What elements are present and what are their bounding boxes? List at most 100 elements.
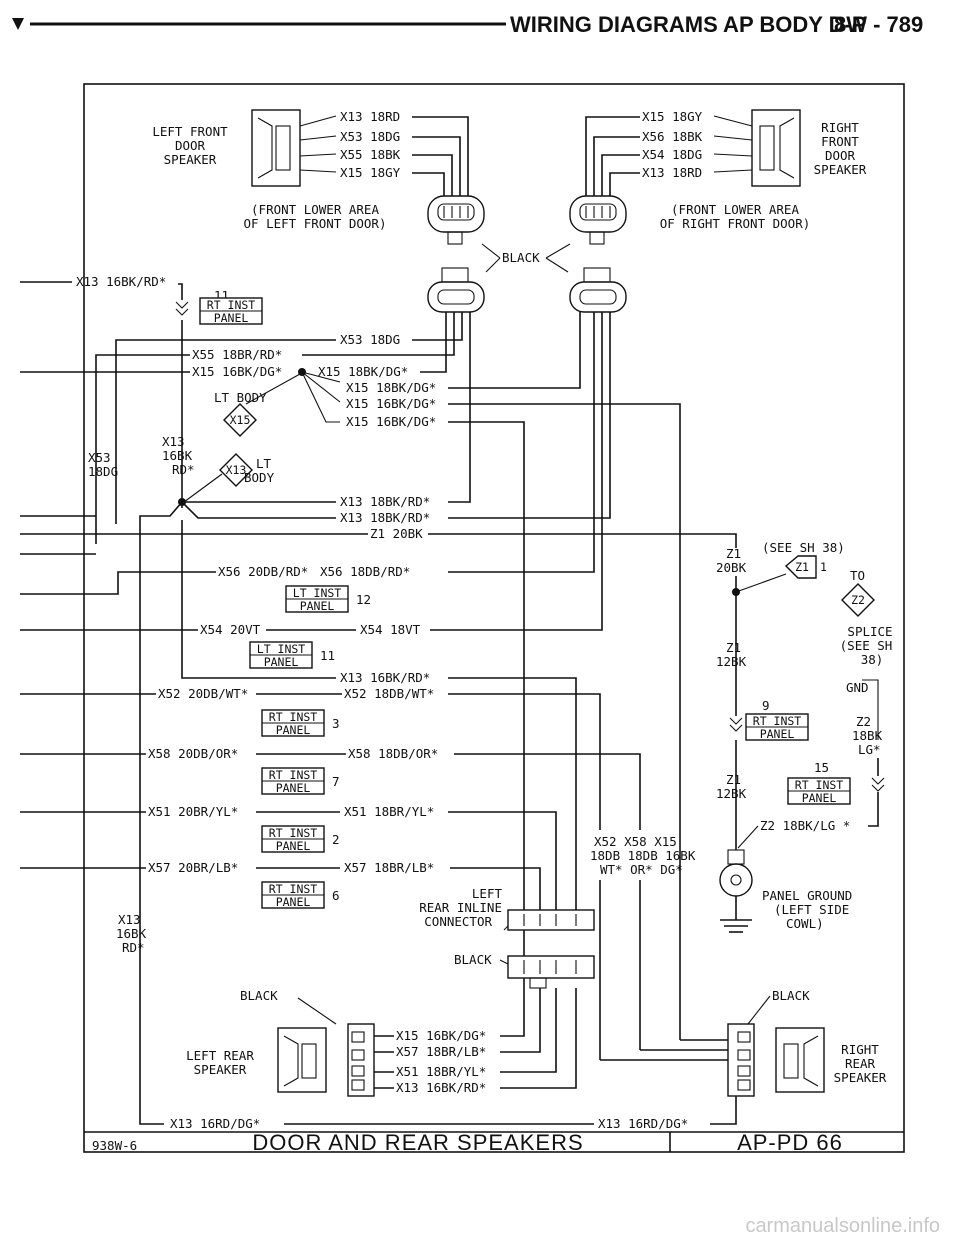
left-rear-inline-connector: [507, 909, 595, 989]
see-sh-38: (SEE SH 38): [762, 540, 845, 555]
watermark: carmanualsonline.info: [745, 1215, 940, 1237]
rt-inst-panel-15: RT INST PANEL: [787, 777, 851, 805]
group-label-2: 18DB 18DB 16BK: [590, 848, 696, 863]
footer-title: DOOR AND REAR SPEAKERS: [252, 1130, 583, 1155]
lf-door-connector-icon: [427, 195, 485, 233]
conn-num-7: 7: [332, 774, 340, 789]
note-to: TO: [850, 568, 865, 583]
ground-lug-icon: [719, 863, 753, 897]
rf-speaker-label-3: DOOR: [825, 148, 856, 163]
svg-text:X15: X15: [230, 413, 251, 427]
wire-x15-c: X15 18BK/DG*: [346, 380, 436, 395]
rt-inst-panel-7: RT INST PANEL: [261, 767, 325, 795]
svg-text:RT INST: RT INST: [269, 826, 318, 840]
svg-text:PANEL: PANEL: [802, 791, 837, 805]
panel-ground-lug: [719, 849, 753, 933]
panel-ground-1: PANEL GROUND: [762, 888, 852, 903]
rf-door-connector-icon: [569, 195, 627, 233]
black-label-rr: BLACK: [772, 988, 810, 1003]
rf-speaker-housing-icon: [751, 109, 801, 187]
z2-splice-tag: Z2: [841, 583, 875, 617]
lr-speaker-label-1: LEFT REAR: [186, 1048, 254, 1063]
wire-x13-bl-3: RD*: [122, 940, 145, 955]
lt-body-label: LT BODY: [214, 390, 267, 405]
wire-x15-b: X15 18BK/DG*: [318, 364, 408, 379]
diamond-icon: [841, 583, 875, 617]
lr-wire-x57: X57 18BR/LB*: [396, 1044, 486, 1059]
lf-location-1: (FRONT LOWER AREA: [251, 202, 379, 217]
rf-speaker-cone-icon: [779, 117, 795, 179]
splice-2: (SEE SH: [840, 638, 893, 653]
inline-connector-mate-icon: [507, 955, 595, 979]
wire-x13-f: X13 18BK/RD*: [340, 494, 430, 509]
conn-num-6: 6: [332, 888, 340, 903]
group-label-3: WT* OR* DG*: [600, 862, 683, 877]
wire-x13-left-3: RD*: [172, 462, 195, 477]
rf-wire-x15: X15 18GY: [642, 109, 703, 124]
wire-x13-left-2: 16BK: [162, 448, 193, 463]
lt-body2-2: BODY: [244, 470, 275, 485]
lf-speaker-magnet-icon: [275, 125, 291, 171]
inline-connector-icon: [507, 909, 595, 931]
right-rear-speaker: [775, 1027, 825, 1093]
wire-x13-h: X13 16BK/RD*: [340, 670, 430, 685]
wire-x54-l: X54 20VT: [200, 622, 261, 637]
wire-x15-a: X15 16BK/DG*: [192, 364, 282, 379]
lr-wire-x15: X15 16BK/DG*: [396, 1028, 486, 1043]
black-label-top: BLACK: [502, 250, 540, 265]
rt-inst-panel-3: RT INST PANEL: [261, 709, 325, 737]
gnd-label: GND: [846, 680, 869, 695]
lf-speaker-label-1: LEFT FRONT: [152, 124, 228, 139]
wire-x13-left-1: X13: [162, 434, 185, 449]
svg-text:RT INST: RT INST: [269, 768, 318, 782]
rt-inst-panel-11: RT INST PANEL: [199, 297, 263, 325]
z2-a-2: 18BK: [852, 728, 883, 743]
z1-a-1: Z1: [726, 546, 741, 561]
splice-1: SPLICE: [847, 624, 892, 639]
rf-wire-x54: X54 18DG: [642, 147, 702, 162]
svg-text:Z1: Z1: [795, 560, 809, 574]
rf-mating-connector-icon: [569, 281, 627, 313]
lt-body-x15-tag: X15: [223, 403, 257, 437]
svg-text:RT INST: RT INST: [795, 778, 844, 792]
lr-speaker-cone-icon: [283, 1035, 299, 1087]
wire-x53-mid: X53 18DG: [340, 332, 400, 347]
black-label-inline: BLACK: [454, 952, 492, 967]
svg-text:RT INST: RT INST: [207, 298, 256, 312]
svg-text:RT INST: RT INST: [269, 710, 318, 724]
lt-body-x13-tag: X13: [219, 453, 253, 487]
black-label-lr: BLACK: [240, 988, 278, 1003]
panel-ground-3: COWL): [786, 916, 824, 931]
rf-wire-x56: X56 18BK: [642, 129, 703, 144]
conn-num-12: 12: [356, 592, 371, 607]
wire-x52-r: X52 18DB/WT*: [344, 686, 434, 701]
lf-speaker-cone-icon: [257, 117, 273, 179]
inline-conn-label-1: LEFT: [472, 886, 503, 901]
svg-text:LT INST: LT INST: [257, 642, 306, 656]
rf-speaker-label-2: FRONT: [821, 134, 859, 149]
rt-inst-panel-6: RT INST PANEL: [261, 881, 325, 909]
wire-x53-left-1: X53: [88, 450, 111, 465]
svg-text:PANEL: PANEL: [276, 781, 311, 795]
wire-x13-g: X13 18BK/RD*: [340, 510, 430, 525]
wire-x54-r: X54 18VT: [360, 622, 421, 637]
svg-text:LT INST: LT INST: [293, 586, 342, 600]
group-label-1: X52 X58 X15: [594, 834, 677, 849]
lt-inst-panel-11: LT INST PANEL: [249, 641, 313, 669]
svg-text:PANEL: PANEL: [214, 311, 249, 325]
lt-body2-1: LT: [256, 456, 272, 471]
rr-speaker-housing-icon: [775, 1027, 825, 1093]
z1-b-1: Z1: [726, 640, 741, 655]
diamond-icon: [223, 403, 257, 437]
lr-wire-x51: X51 18BR/YL*: [396, 1064, 486, 1079]
rf-speaker-label-1: RIGHT: [821, 120, 859, 135]
z1-c-2: 12BK: [716, 786, 747, 801]
rr-speaker-label-1: RIGHT: [841, 1042, 879, 1057]
z2-b: Z2 18BK/LG *: [760, 818, 850, 833]
inline-conn-label-2: REAR INLINE: [419, 900, 502, 915]
lf-speaker-label-3: SPEAKER: [164, 152, 217, 167]
bottom-wire-right: X13 16RD/DG*: [598, 1116, 688, 1131]
left-front-speaker: LEFT FRONT DOOR SPEAKER: [152, 109, 337, 187]
